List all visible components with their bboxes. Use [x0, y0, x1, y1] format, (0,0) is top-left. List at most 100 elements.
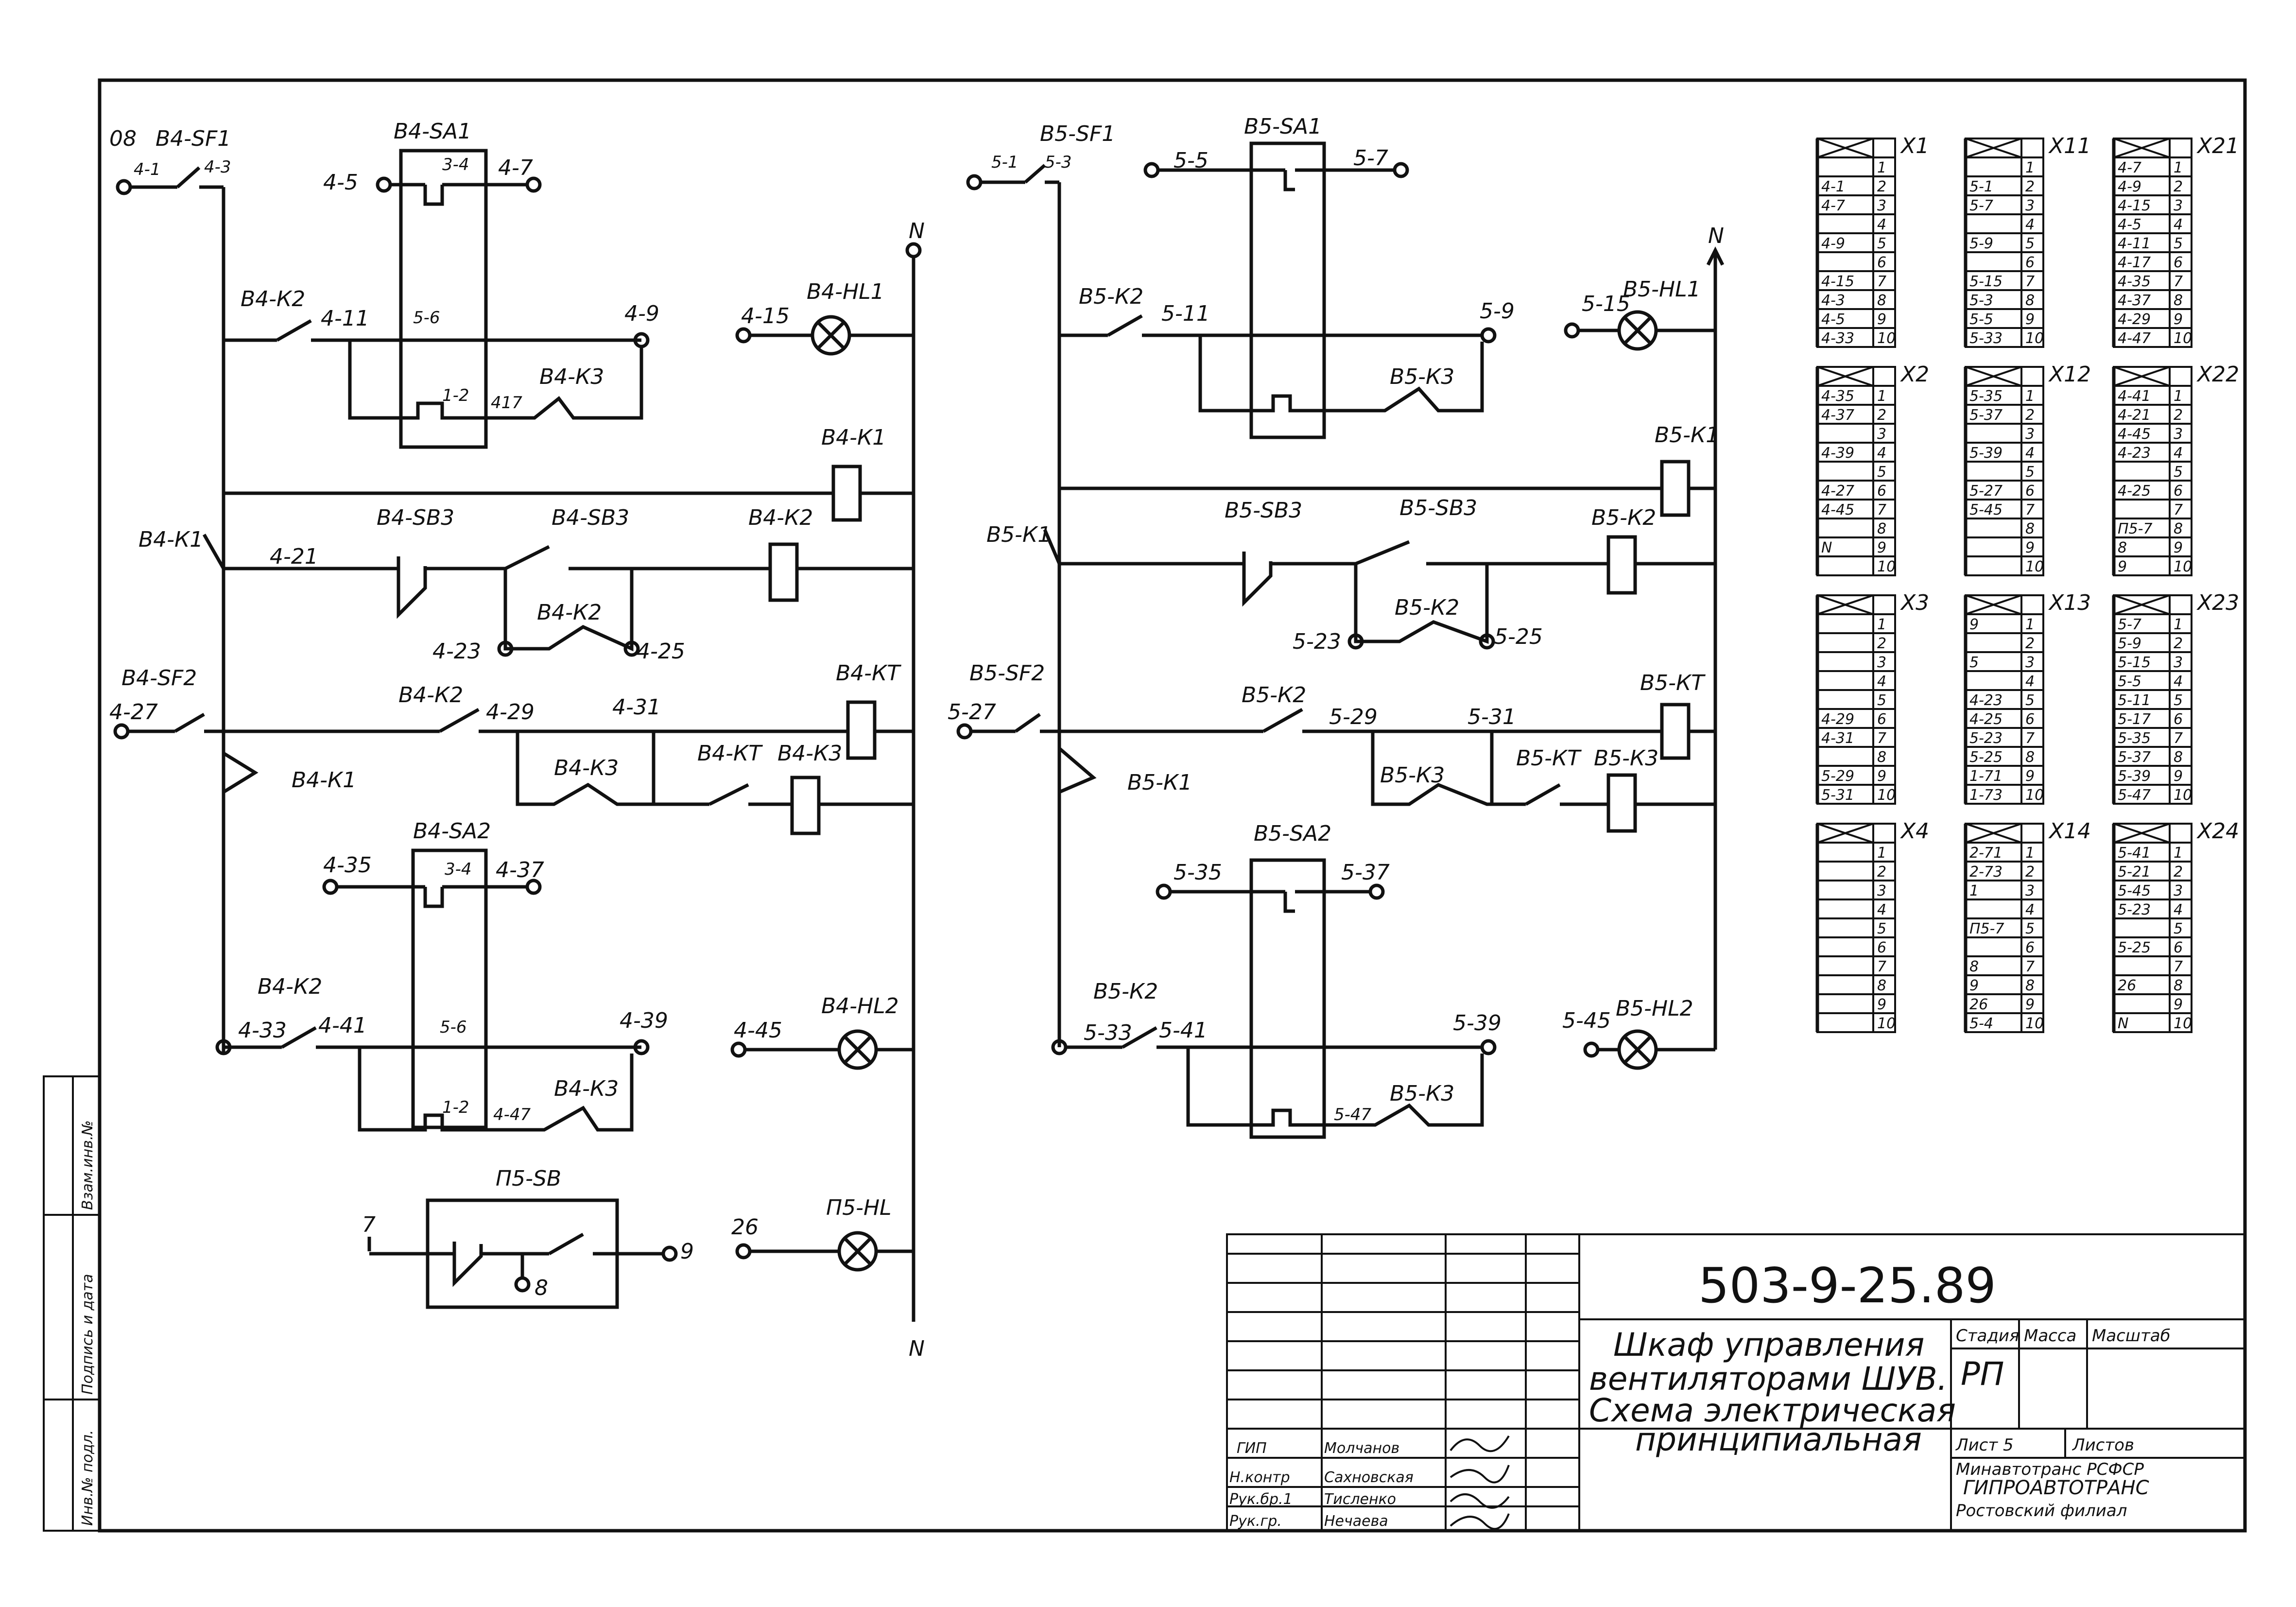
- terminal-number: 8: [2025, 749, 2035, 766]
- terminal-number: 7: [1877, 730, 1886, 747]
- mass-header: Масса: [2024, 1326, 2076, 1346]
- terminal-number: 5: [2025, 920, 2035, 937]
- wire-label: 4-9: [624, 301, 659, 326]
- device-label-k2: В5-К2: [1079, 284, 1143, 309]
- terminal-number: 2: [2025, 178, 2035, 195]
- terminal-number: 4: [2025, 216, 2035, 233]
- svg-text:1-2: 1-2: [442, 1098, 469, 1117]
- device-label-k3b: В5-К3: [1380, 763, 1445, 788]
- device-label-k1c: В5-К1: [1127, 770, 1192, 795]
- terminal-strip-label: X23: [2196, 590, 2239, 615]
- device-label-k1: В4-К1: [821, 425, 886, 450]
- terminal-wire: 4-35: [2118, 273, 2151, 290]
- terminal-wire: 5-37: [2118, 749, 2151, 766]
- svg-text:3-4: 3-4: [442, 155, 469, 174]
- wire-label: 4-1: [134, 160, 161, 179]
- terminal-number: 6: [2025, 483, 2035, 500]
- terminal-number: 10: [2025, 1015, 2044, 1032]
- terminal-wire: 4-27: [1821, 483, 1854, 500]
- svg-text:8: 8: [535, 1276, 548, 1300]
- terminal-number: 2: [1877, 407, 1886, 424]
- svg-text:7: 7: [362, 1212, 376, 1237]
- wire-label: 4-47: [493, 1105, 531, 1124]
- stage-value: РП: [1961, 1355, 2004, 1393]
- terminal-wire: 4-1: [1821, 178, 1845, 195]
- terminal-wire: 5-25: [2118, 939, 2151, 956]
- terminal-wire: 5-15: [1969, 273, 2003, 290]
- circuit-b5: В5-SF1 5-1 5-3 В5-SA1 5-5 5-7 В5-К2 5-11…: [948, 114, 1719, 1139]
- title-block: 503-9-25.89 Шкаф управления вентиляторам…: [1226, 1233, 2246, 1532]
- wire-label: 4-21: [270, 544, 318, 569]
- terminal-wire: N: [2118, 1015, 2128, 1032]
- terminal-number: 3: [2025, 882, 2035, 899]
- terminal-number: 9: [1877, 996, 1886, 1013]
- terminal-wire: 5-5: [1969, 311, 1993, 328]
- wire-label: 5-41: [1159, 1018, 1208, 1043]
- terminal-wire: 4-21: [2118, 407, 2151, 424]
- terminal-number: 1: [2025, 616, 2035, 633]
- terminal-number: 3: [2174, 654, 2183, 671]
- terminal-number: 7: [1877, 273, 1886, 290]
- terminal-wire: 4-15: [2118, 197, 2151, 214]
- terminal-number: 8: [2174, 977, 2183, 994]
- svg-text:N: N: [909, 1336, 925, 1361]
- device-label-sa1: В4-SA1: [394, 119, 471, 144]
- svg-text:26: 26: [731, 1215, 759, 1240]
- terminal-wire: 4-15: [1821, 273, 1854, 290]
- device-label-p5sb: П5-SB: [496, 1166, 561, 1191]
- terminal-wire: 5-25: [1969, 749, 2003, 766]
- terminal-number: 4: [1877, 901, 1886, 918]
- device-label-p5hl: П5-HL: [826, 1195, 892, 1220]
- terminal-wire: 5-17: [2118, 711, 2151, 728]
- terminal-wire: 4-11: [2118, 235, 2151, 252]
- terminal-number: 6: [2174, 939, 2183, 956]
- terminal-wire: 5-39: [2118, 768, 2151, 785]
- terminal-wire: 5-45: [1969, 501, 2003, 518]
- terminal-number: 9: [2174, 311, 2183, 328]
- terminal-wire: 5-33: [1969, 330, 2003, 347]
- terminal-wire: 4-17: [2118, 254, 2151, 271]
- wire-label: 5-47: [1334, 1105, 1372, 1124]
- wire-label: 5-3: [1045, 153, 1072, 172]
- terminal-wire: 1: [1969, 882, 1979, 899]
- device-label-k3d: В4-К3: [554, 1076, 619, 1101]
- terminal-wire: 4-29: [2118, 311, 2151, 328]
- terminal-number: 7: [1877, 958, 1886, 975]
- terminal-number: 3: [1877, 197, 1886, 214]
- terminal-number: 4: [2174, 445, 2183, 462]
- svg-text:1-2: 1-2: [442, 386, 469, 405]
- wire-label: 4-45: [734, 1018, 782, 1043]
- device-label-k1: В5-К1: [1655, 423, 1719, 448]
- terminal-wire: 26: [1969, 996, 1988, 1013]
- terminal-wire: 9: [1969, 616, 1979, 633]
- terminal-wire: 26: [2118, 977, 2136, 994]
- org-line-3: Ростовский филиал: [1956, 1501, 2127, 1521]
- terminal-number: 7: [2174, 730, 2183, 747]
- device-label-kt: В5-КТ: [1640, 671, 1706, 695]
- device-label-k3d: В5-К3: [1390, 1081, 1454, 1106]
- side-stamp-sign: Подпись и дата: [79, 1274, 96, 1395]
- device-label-k2b: В5-К2: [1591, 505, 1656, 530]
- terminal-number: 3: [2174, 882, 2183, 899]
- terminal-wire: 2-73: [1969, 864, 2003, 881]
- terminal-wire: 5-41: [2118, 845, 2151, 862]
- terminal-number: 6: [2025, 254, 2035, 271]
- terminal-number: 1: [1877, 845, 1886, 862]
- terminal-strip-label: X2: [1900, 362, 1929, 387]
- terminal-wire: 5-47: [2118, 787, 2151, 804]
- terminal-number: 2: [2174, 635, 2183, 652]
- terminal-wire: 5-9: [1969, 235, 1993, 252]
- terminal-strip-label: X11: [2048, 134, 2091, 158]
- device-label-k1b: В5-К1: [986, 522, 1051, 547]
- terminal-number: 2: [1877, 178, 1886, 195]
- wire-label: 5-31: [1467, 705, 1516, 729]
- device-label-k2b: В4-К2: [748, 505, 813, 530]
- terminal-wire: 5-27: [1969, 483, 2003, 500]
- terminal-number: 5: [2174, 920, 2183, 937]
- terminal-number: 10: [2025, 787, 2044, 804]
- terminal-number: 5: [1877, 920, 1886, 937]
- sign-name-3: Нечаева: [1324, 1513, 1388, 1530]
- terminal-number: 1: [2025, 388, 2035, 405]
